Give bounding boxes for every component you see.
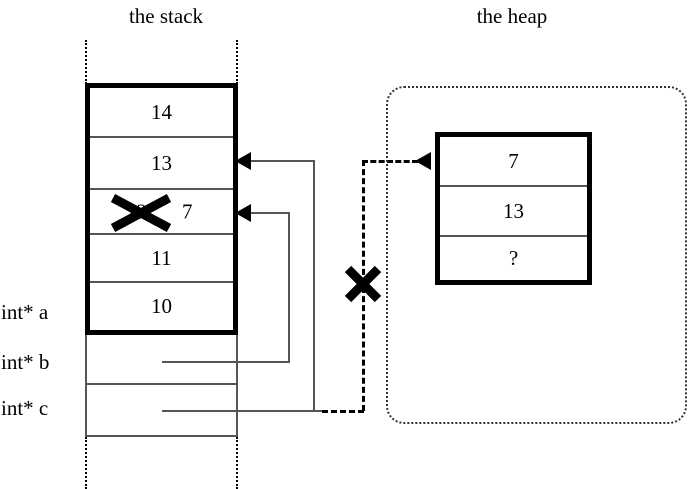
heap-cell-0: 7 <box>440 137 587 187</box>
dangling-pointer-top-segment <box>362 160 418 163</box>
stack-cell-value: 11 <box>151 245 172 270</box>
pointer-wire-b-arrow-run <box>248 212 290 214</box>
heap-region-boundary <box>386 86 687 424</box>
pointer-wire-c-vertical <box>313 160 315 412</box>
stack-used-frame: 14 13 12 7 11 10 <box>85 83 238 335</box>
heap-cell-value: 13 <box>503 198 524 223</box>
heap-cell-value: 7 <box>508 148 519 173</box>
stack-title: the stack <box>128 4 204 28</box>
variable-label-a: int* a <box>1 300 49 324</box>
pointer-wire-b-vertical <box>288 212 290 363</box>
stack-guide-top-right <box>236 40 238 84</box>
variable-label-c: int* c <box>1 396 49 420</box>
heap-cell-2: ? <box>440 237 587 280</box>
dangling-pointer-bottom-segment <box>322 410 364 413</box>
stack-free-frame <box>85 335 238 437</box>
pointer-wire-c-arrow-run <box>248 160 315 162</box>
stack-guide-top-left <box>85 40 87 84</box>
heap-block-frame: 7 13 ? <box>435 132 592 285</box>
stack-cell-old-value: 12 <box>126 199 147 223</box>
stack-cell-10: 10 <box>90 283 233 330</box>
stack-cell-value: 10 <box>151 294 172 318</box>
variable-label-b: int* b <box>1 350 50 374</box>
dangling-pointer-vertical <box>362 160 365 411</box>
stack-cell-value: 13 <box>151 150 172 175</box>
stack-guide-bottom-right <box>236 437 238 489</box>
stack-cell-14: 14 <box>90 88 233 138</box>
heap-cell-value: ? <box>508 246 519 270</box>
stack-free-cell <box>87 335 236 385</box>
stack-cell-new-value: 7 <box>182 199 193 223</box>
heap-cell-1: 13 <box>440 187 587 237</box>
heap-title: the heap <box>476 4 548 28</box>
stack-guide-bottom-left <box>85 437 87 489</box>
pointer-wire-c-horizontal <box>162 410 322 412</box>
stack-cell-12-overwritten: 12 7 <box>90 190 233 235</box>
stack-cell-11: 11 <box>90 235 233 283</box>
pointer-wire-b-horizontal <box>162 361 290 363</box>
stack-cell-13: 13 <box>90 138 233 190</box>
pointer-arrowhead-b <box>235 204 251 222</box>
stack-cell-value: 14 <box>151 99 172 124</box>
pointer-arrowhead-c <box>235 152 251 170</box>
dangling-pointer-arrowhead <box>415 152 431 170</box>
